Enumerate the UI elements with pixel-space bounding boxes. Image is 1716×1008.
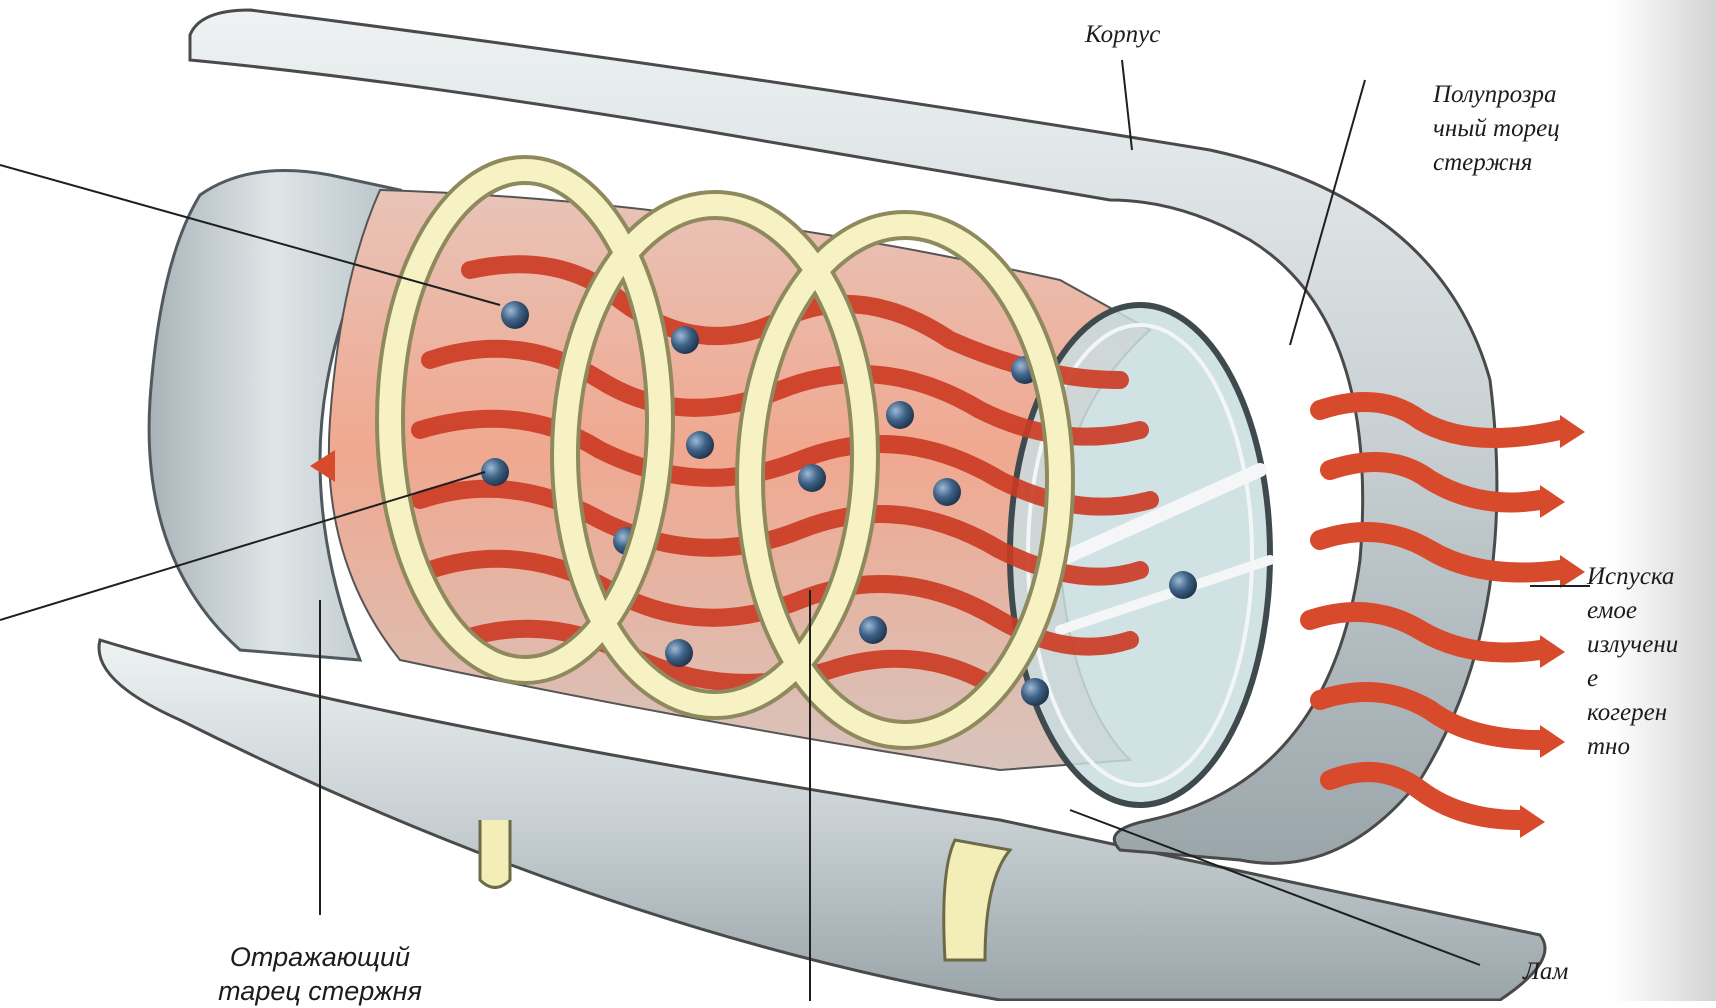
atom bbox=[686, 431, 714, 459]
atom bbox=[481, 458, 509, 486]
atom bbox=[859, 616, 887, 644]
semi-transparent-end-label: Полупрозра чный торец стержня bbox=[1433, 78, 1560, 180]
atom bbox=[798, 464, 826, 492]
reflecting-end-label: Отражающий тарец стержня bbox=[170, 940, 470, 1008]
atom bbox=[886, 401, 914, 429]
emitted-radiation-label: Испуска емое излучени е когерен тно bbox=[1587, 560, 1678, 764]
lamp-lead-left bbox=[480, 820, 510, 888]
atom bbox=[501, 301, 529, 329]
atom bbox=[933, 478, 961, 506]
housing-label: Корпус bbox=[1085, 18, 1160, 52]
atom bbox=[1169, 571, 1197, 599]
lamp-label: Лам bbox=[1523, 955, 1568, 989]
right-margin-band bbox=[1612, 0, 1716, 1001]
atom bbox=[671, 326, 699, 354]
atom bbox=[1021, 678, 1049, 706]
atom bbox=[665, 639, 693, 667]
